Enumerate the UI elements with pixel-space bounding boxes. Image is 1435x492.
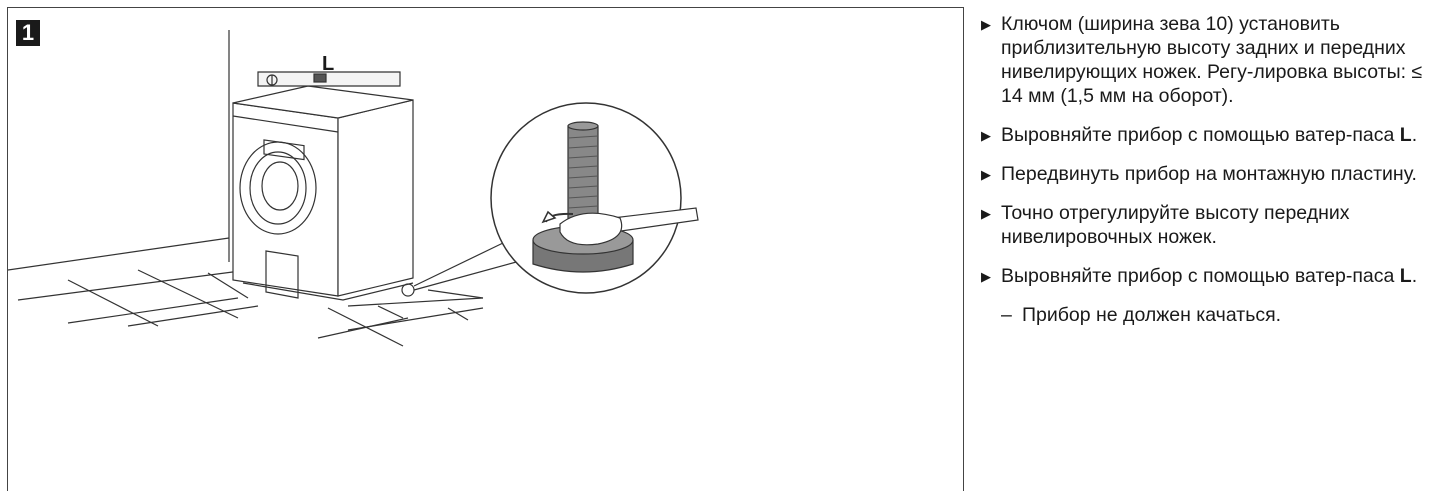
instruction-item: ▶ Выровняйте прибор с помощью ватер-паса…	[979, 264, 1429, 288]
bullet-icon: ▶	[981, 128, 991, 143]
instruction-text: Прибор не должен качаться.	[1022, 304, 1282, 326]
instruction-item: ▶ Передвинуть прибор на монтажную пласти…	[979, 162, 1429, 186]
instruction-item: ▶ Ключом (ширина зева 10) установить при…	[979, 12, 1429, 108]
figure-panel: 1	[7, 7, 964, 491]
washing-machine-illustration: L	[8, 30, 699, 347]
bullet-icon: ▶	[981, 206, 991, 221]
instruction-list: ▶ Ключом (ширина зева 10) установить при…	[979, 12, 1429, 342]
instruction-text: Ключом (ширина зева 10) установить прибл…	[1001, 13, 1423, 107]
instruction-text: Точно отрегулируйте высоту передних ниве…	[1001, 202, 1350, 248]
bullet-icon: ▶	[981, 269, 991, 284]
instruction-bold-label: L	[1399, 124, 1412, 146]
bullet-icon: ▶	[981, 17, 991, 32]
instruction-item: ▶ Выровняйте прибор с помощью ватер-паса…	[979, 123, 1429, 147]
figure-number-badge: 1	[16, 20, 40, 46]
dash-icon: –	[1001, 304, 1012, 326]
instruction-text: Выровняйте прибор с помощью ватер-паса	[1001, 124, 1400, 146]
instruction-text: Выровняйте прибор с помощью ватер-паса	[1001, 265, 1400, 287]
instruction-bold-label: L	[1399, 265, 1412, 287]
instruction-text: Передвинуть прибор на монтажную пластину…	[1001, 163, 1417, 185]
level-callout-label: L	[322, 53, 334, 75]
instruction-punctuation: .	[1411, 124, 1418, 146]
instruction-item: ▶ Точно отрегулируйте высоту передних ни…	[979, 201, 1429, 249]
bullet-icon: ▶	[981, 167, 991, 182]
instruction-punctuation: .	[1411, 265, 1418, 287]
instruction-subitem: – Прибор не должен качаться.	[979, 303, 1429, 327]
